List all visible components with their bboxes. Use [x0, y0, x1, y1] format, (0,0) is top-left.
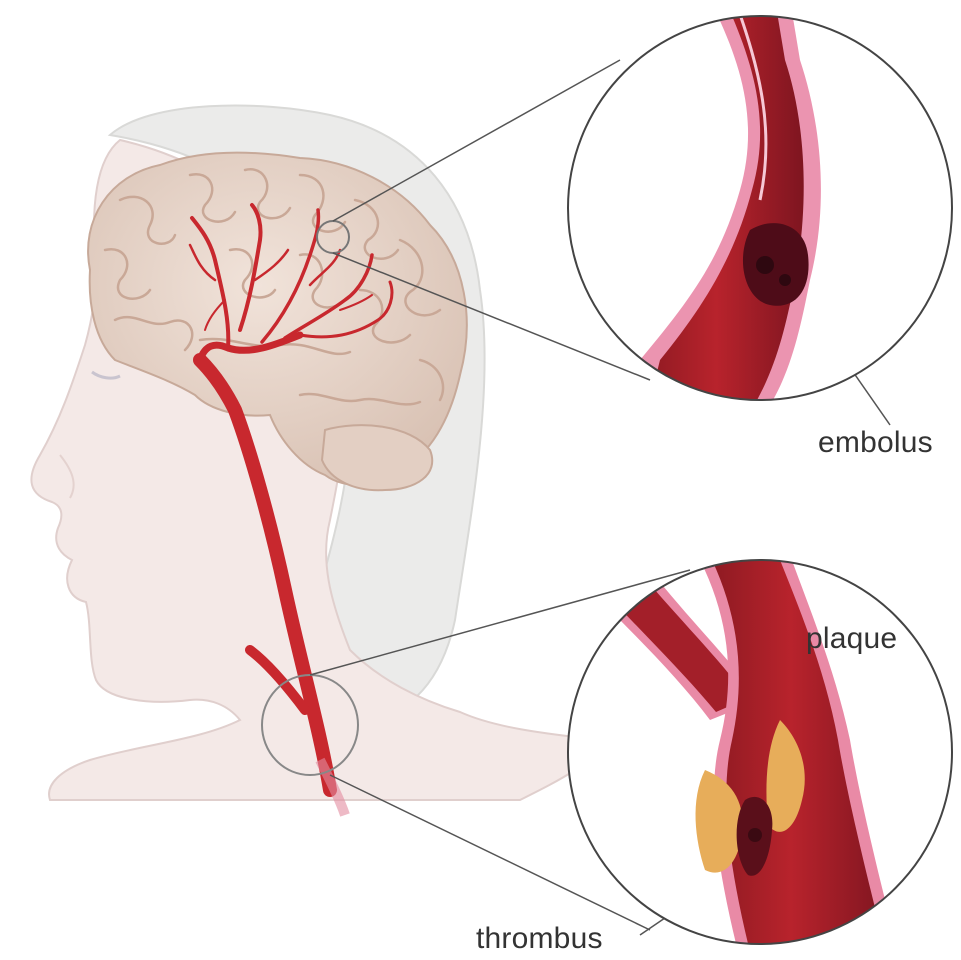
- thrombus-label: thrombus: [476, 922, 603, 956]
- thrombus-zoom: [560, 555, 960, 960]
- plaque-label: plaque: [806, 622, 897, 656]
- embolus-label: embolus: [818, 426, 933, 460]
- embolus-zoom: [560, 0, 960, 420]
